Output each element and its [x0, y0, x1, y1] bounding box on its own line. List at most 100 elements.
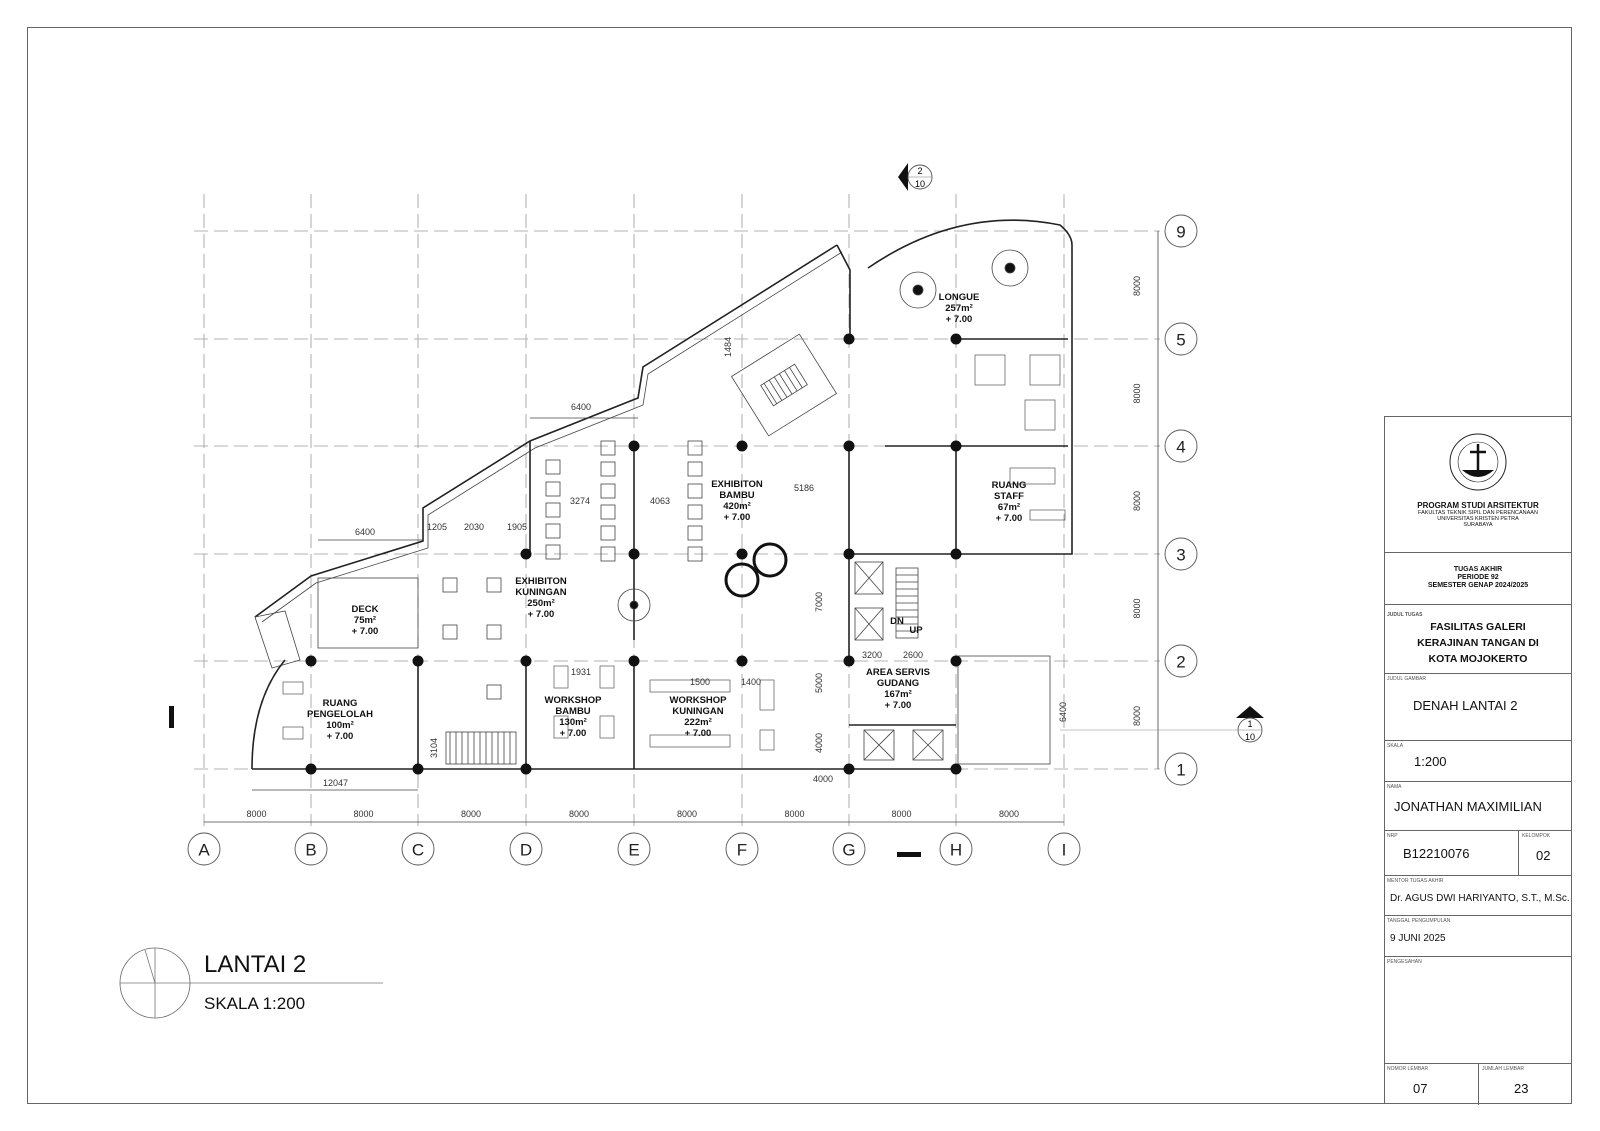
grid-bubble	[187, 832, 221, 866]
structural-column	[843, 655, 855, 667]
mentor-section: MENTOR TUGAS AKHIR Dr. AGUS DWI HARIYANT…	[1384, 875, 1572, 915]
judul-tugas-caption: JUDUL TUGAS	[1387, 612, 1423, 618]
structural-column	[412, 655, 424, 667]
nrp-value: B12210076	[1403, 846, 1470, 861]
grid-bubble	[939, 832, 973, 866]
dim-bottom: 8000	[247, 809, 267, 819]
grid-bubble	[725, 832, 759, 866]
room-name: WORKSHOP	[545, 695, 603, 706]
room-name-line2: KUNINGAN	[672, 706, 723, 717]
grid-label-row: 2	[1176, 653, 1185, 672]
room-level: + 7.00	[327, 731, 354, 742]
dim-bottom: 8000	[354, 809, 374, 819]
section-cut-mark-bottom	[897, 852, 921, 857]
grid-label-row: 4	[1176, 438, 1185, 457]
faculty-name: FAKULTAS TEKNIK SIPIL DAN PERENCANAAN	[1418, 510, 1538, 516]
structural-column	[520, 763, 532, 775]
display-plinths	[442, 440, 703, 700]
skala-caption: SKALA	[1387, 743, 1404, 749]
dim-2030: 2030	[464, 522, 484, 532]
drawing-name: DENAH LANTAI 2	[1413, 698, 1518, 713]
pengesahan-section: PENGESAHAN	[1384, 956, 1572, 1063]
structural-column	[950, 655, 962, 667]
judul-gambar-section: JUDUL GAMBAR DENAH LANTAI 2	[1384, 673, 1572, 740]
submission-date: 9 JUNI 2025	[1390, 933, 1446, 944]
nrp-caption: NRP	[1387, 833, 1398, 839]
drawing-scale-text: SKALA 1:200	[204, 994, 305, 1013]
room-name-line2: KUNINGAN	[515, 587, 566, 598]
structural-column	[843, 440, 855, 452]
room-level: + 7.00	[996, 513, 1023, 524]
room-name-line2: BAMBU	[555, 706, 590, 717]
grid-bubble	[1164, 537, 1198, 571]
skala-section: SKALA 1:200	[1384, 740, 1572, 781]
section-marker-1[interactable]: 1 10	[1060, 706, 1264, 743]
room-area: 257m²	[945, 303, 972, 314]
room-level: + 7.00	[885, 700, 912, 711]
dim-4000-v: 4000	[814, 733, 824, 753]
drawing-title-text: LANTAI 2	[204, 951, 306, 978]
grid-bubble	[1164, 322, 1198, 356]
room-name-line2: BAMBU	[719, 490, 754, 501]
curved-wall	[251, 659, 286, 770]
grid-label-column: D	[520, 841, 532, 860]
dim-6400-left: 6400	[355, 527, 375, 537]
lounge-curved-wall	[867, 219, 1073, 269]
task-label: TUGAS AKHIR	[1453, 566, 1503, 573]
section-sheet: 10	[1245, 732, 1255, 742]
structural-column	[412, 763, 424, 775]
room-name-line2: STAFF	[994, 491, 1024, 502]
room-area: 75m²	[354, 615, 376, 626]
grid-label-column: I	[1062, 841, 1067, 860]
structural-column	[628, 655, 640, 667]
stair	[445, 333, 919, 765]
dim-bottom: 8000	[677, 809, 697, 819]
dim-4063: 4063	[650, 496, 670, 506]
structural-column	[305, 655, 317, 667]
slanted-facade	[254, 244, 838, 618]
room-level: + 7.00	[352, 626, 379, 637]
structural-column	[843, 333, 855, 345]
stair-up-label: UP	[909, 625, 923, 636]
dim-bottom: 8000	[892, 809, 912, 819]
structural-column	[843, 763, 855, 775]
jumlah-caption: JUMLAH LEMBAR	[1482, 1066, 1524, 1072]
dim-7000: 7000	[814, 592, 824, 612]
sheet-number: 07	[1413, 1081, 1428, 1096]
section-marker-2[interactable]: 2 10	[898, 163, 933, 191]
room-area: 67m²	[998, 502, 1020, 513]
room-level: + 7.00	[685, 728, 712, 739]
kelompok-cell: KELOMPOK 02	[1518, 831, 1573, 876]
room-area: 130m²	[559, 717, 586, 728]
project-title-line: FASILITAS GALERI	[1430, 621, 1526, 633]
grid-label-row: 5	[1176, 331, 1185, 350]
room-area: 222m²	[684, 717, 711, 728]
dim-3274: 3274	[570, 496, 590, 506]
room-name: EXHIBITON	[711, 479, 763, 490]
structural-column	[950, 548, 962, 560]
room-name: WORKSHOP	[670, 695, 728, 706]
tanggal-caption: TANGGAL PENGUMPULAN	[1387, 918, 1451, 924]
room-level: + 7.00	[560, 728, 587, 739]
dim-right: 8000	[1132, 383, 1142, 403]
scale-value: 1:200	[1414, 754, 1447, 769]
dim-1205: 1205	[427, 522, 447, 532]
pengesahan-caption: PENGESAHAN	[1387, 959, 1422, 965]
section-sheet: 10	[915, 179, 925, 189]
section-cut-mark-left	[169, 706, 174, 728]
dim-1400: 1400	[741, 677, 761, 687]
nomor-caption: NOMOR LEMBAR	[1387, 1066, 1429, 1072]
dim-1484: 1484	[723, 337, 733, 357]
dim-right: 8000	[1132, 276, 1142, 296]
room-name: AREA SERVIS	[866, 667, 930, 678]
structural-column	[843, 548, 855, 560]
room-area: 167m²	[884, 689, 911, 700]
grid-bubble	[832, 832, 866, 866]
structural-column	[736, 548, 748, 560]
dim-6400-right: 6400	[1058, 702, 1068, 722]
room-level: + 7.00	[724, 512, 751, 523]
room-name: DECK	[352, 604, 379, 615]
grid-bubble	[1164, 429, 1198, 463]
